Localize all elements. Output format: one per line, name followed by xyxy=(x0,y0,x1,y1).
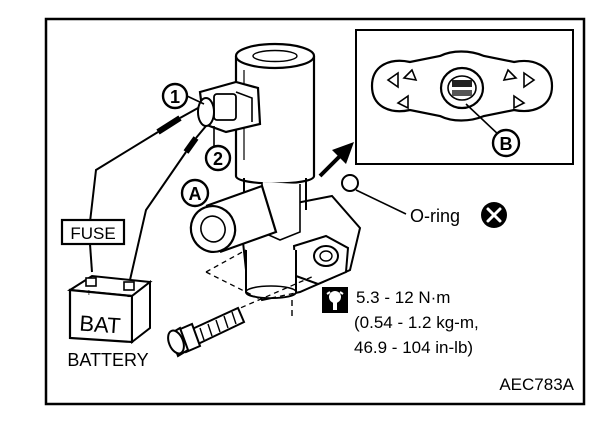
fuse: FUSE xyxy=(60,218,126,246)
battery-plus-sign: + xyxy=(86,288,92,299)
callout-b-leader xyxy=(465,103,501,137)
callout-a: A xyxy=(180,178,210,208)
callout-b-text: B xyxy=(500,134,513,154)
o-ring-label: O-ring xyxy=(410,206,460,226)
torque-wrench-icon xyxy=(322,287,348,313)
battery-minus-sign: − xyxy=(127,292,133,303)
figure-code: AEC783A xyxy=(499,375,574,394)
torque-spec-line1: 5.3 - 12 N·m xyxy=(356,288,450,307)
battery-bat-text: BAT xyxy=(79,311,122,339)
callout-2-text: 2 xyxy=(213,149,223,169)
battery-label: BATTERY xyxy=(67,350,148,370)
test-leads xyxy=(89,107,207,281)
callout-2: 2 xyxy=(204,144,232,172)
do-not-reuse-x-icon xyxy=(481,202,507,228)
mounting-dashed-outline xyxy=(205,249,301,301)
o-ring xyxy=(341,174,407,215)
torque-spec-line3: 46.9 - 104 in-lb) xyxy=(354,338,473,357)
fuse-label: FUSE xyxy=(70,224,115,243)
callout-a-text: A xyxy=(189,184,202,204)
view-arrow xyxy=(318,142,354,178)
outer-frame xyxy=(44,17,586,406)
callout-1-text: 1 xyxy=(170,87,180,107)
inset-flange xyxy=(370,50,554,122)
battery: + − xyxy=(67,274,153,345)
torque-spec-line2: (0.54 - 1.2 kg-m, xyxy=(354,313,479,332)
callout-1-leader xyxy=(186,95,205,105)
callout-b: B xyxy=(491,128,521,158)
iacv-valve-body xyxy=(189,42,362,320)
mounting-bolt xyxy=(167,275,315,358)
callout-1: 1 xyxy=(161,82,189,110)
